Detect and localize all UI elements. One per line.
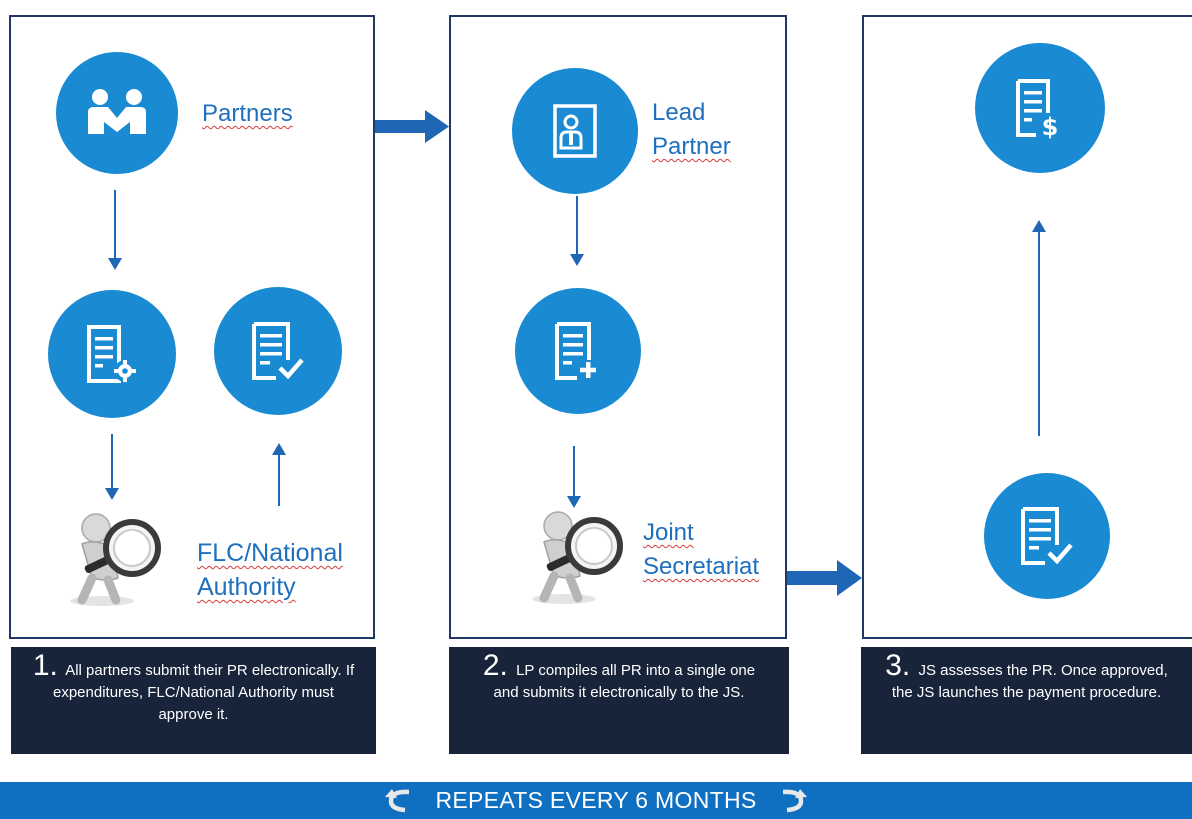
step-2-caption-text: LP compiles all PR into a single one and… [493,662,756,701]
arrow-down-head [567,496,581,508]
step-3-caption-text: JS assesses the PR. Once approved, the J… [891,662,1168,701]
document-settings-circle [48,290,176,418]
lead-partner-label: Lead Partner [652,96,731,164]
repeat-banner: REPEATS EVERY 6 MONTHS [0,782,1192,819]
js-label-line2: Secretariat [643,553,760,580]
document-payment-icon: $ [1016,79,1059,139]
step-3-caption: 3. JS assesses the PR. Once approved, th… [861,647,1192,754]
js-label-line1: Joint [643,519,694,546]
handshake-people-icon [88,89,146,134]
partners-circle [56,52,178,174]
step-2-number: 2. [482,649,508,682]
step-1-number: 1. [32,649,58,682]
document-add-icon [555,322,596,380]
connector-doc-to-js [573,446,575,500]
partners-label: Partners [202,100,293,127]
arrow-down-head [570,254,584,266]
cycle-arrow-left-icon [385,788,410,812]
document-payment-circle: $ [975,43,1105,173]
flc-national-authority-label: FLC/National Authority [197,536,343,604]
step-1-caption-text: All partners submit their PR electronica… [53,662,355,723]
connector-lead-to-doc [576,196,578,258]
arrow-step2-to-step3 [787,560,862,596]
document-check-circle-3 [984,473,1110,599]
magnifier-inspector-icon [70,513,161,606]
step-1-caption: 1. All partners submit their PR electron… [11,647,376,754]
banner-text: REPEATS EVERY 6 MONTHS [435,787,757,813]
connector-partners-to-doc [114,190,116,262]
document-settings-icon [87,325,136,383]
document-add-circle [515,288,641,414]
arrow-down-head [105,488,119,500]
arrow-up-head [272,443,286,455]
document-check-icon [252,322,304,380]
document-check-icon [1021,507,1073,565]
cycle-arrow-right-icon [782,788,807,812]
joint-secretariat-label: Joint Secretariat [643,516,759,584]
arrow-down-head [108,258,122,270]
lead-partner-circle [512,68,638,194]
lead-label-line2: Partner [652,133,731,160]
step-3-number: 3. [885,649,911,682]
connector-check-to-payment [1038,228,1040,436]
connector-inspector-to-check [278,452,280,506]
flc-label-line2: Authority [197,573,296,601]
step-2-caption: 2. LP compiles all PR into a single one … [449,647,789,754]
connector-doc-to-inspector [111,434,113,492]
arrow-up-head [1032,220,1046,232]
document-check-circle-1 [214,287,342,415]
lead-label-line1: Lead [652,99,706,126]
magnifier-inspector-icon [532,511,623,604]
svg-text:$: $ [1042,113,1059,139]
flc-label-line1: FLC/National [197,539,343,567]
arrow-step1-to-step2 [375,110,449,143]
person-badge-icon [553,104,597,158]
